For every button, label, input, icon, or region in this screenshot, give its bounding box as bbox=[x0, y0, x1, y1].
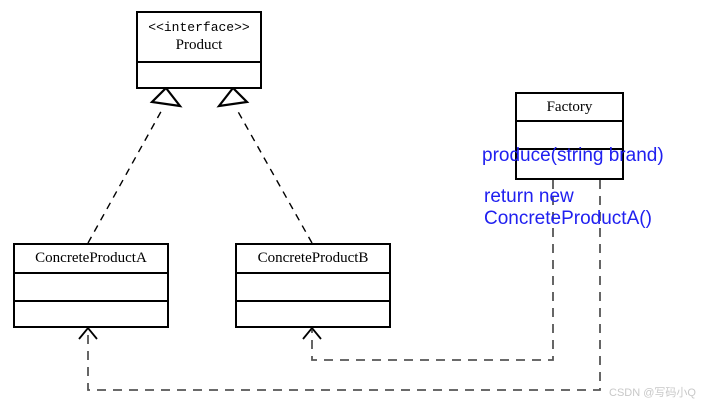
note-return-statement-line-2: ConcreteProductA() bbox=[484, 208, 652, 229]
dependency-a-open-arrowhead bbox=[78, 326, 98, 340]
concrete-product-a-class-name: ConcreteProductA bbox=[35, 250, 147, 267]
concrete-product-a-attributes-compartment bbox=[15, 274, 167, 302]
concrete-product-b-methods-compartment bbox=[237, 302, 389, 328]
concrete-product-b-class-name: ConcreteProductB bbox=[257, 250, 369, 267]
dependency-b-open-arrowhead bbox=[302, 326, 322, 340]
concrete-product-b-attributes-compartment bbox=[237, 274, 389, 302]
product-class-name: Product bbox=[175, 36, 223, 53]
realization-edge-concrete-product-b bbox=[216, 86, 313, 244]
factory-header-compartment: Factory bbox=[517, 94, 622, 122]
realization-a-line bbox=[87, 107, 164, 244]
realization-b-line bbox=[235, 107, 313, 244]
class-box-factory[interactable]: Factory bbox=[515, 92, 624, 180]
class-box-concrete-product-b[interactable]: ConcreteProductB bbox=[235, 243, 391, 328]
product-attributes-compartment bbox=[138, 63, 260, 87]
concrete-product-b-header-compartment: ConcreteProductB bbox=[237, 245, 389, 274]
watermark-label: CSDN @写码小Q bbox=[609, 387, 696, 399]
concrete-product-a-methods-compartment bbox=[15, 302, 167, 328]
realization-b-hollow-triangle bbox=[216, 86, 250, 108]
class-box-concrete-product-a[interactable]: ConcreteProductA bbox=[13, 243, 169, 328]
class-box-product[interactable]: <<interface>> Product bbox=[136, 11, 262, 89]
product-header-compartment: <<interface>> Product bbox=[138, 13, 260, 63]
factory-class-name: Factory bbox=[546, 98, 593, 115]
note-produce-signature: produce(string brand) bbox=[482, 145, 664, 166]
product-stereotype-label: <<interface>> bbox=[148, 19, 250, 35]
realization-a-hollow-triangle bbox=[149, 86, 183, 108]
concrete-product-a-header-compartment: ConcreteProductA bbox=[15, 245, 167, 274]
factory-attributes-compartment bbox=[517, 122, 622, 150]
realization-edge-concrete-product-a bbox=[87, 86, 183, 244]
note-return-statement-line-1: return new bbox=[484, 186, 574, 207]
